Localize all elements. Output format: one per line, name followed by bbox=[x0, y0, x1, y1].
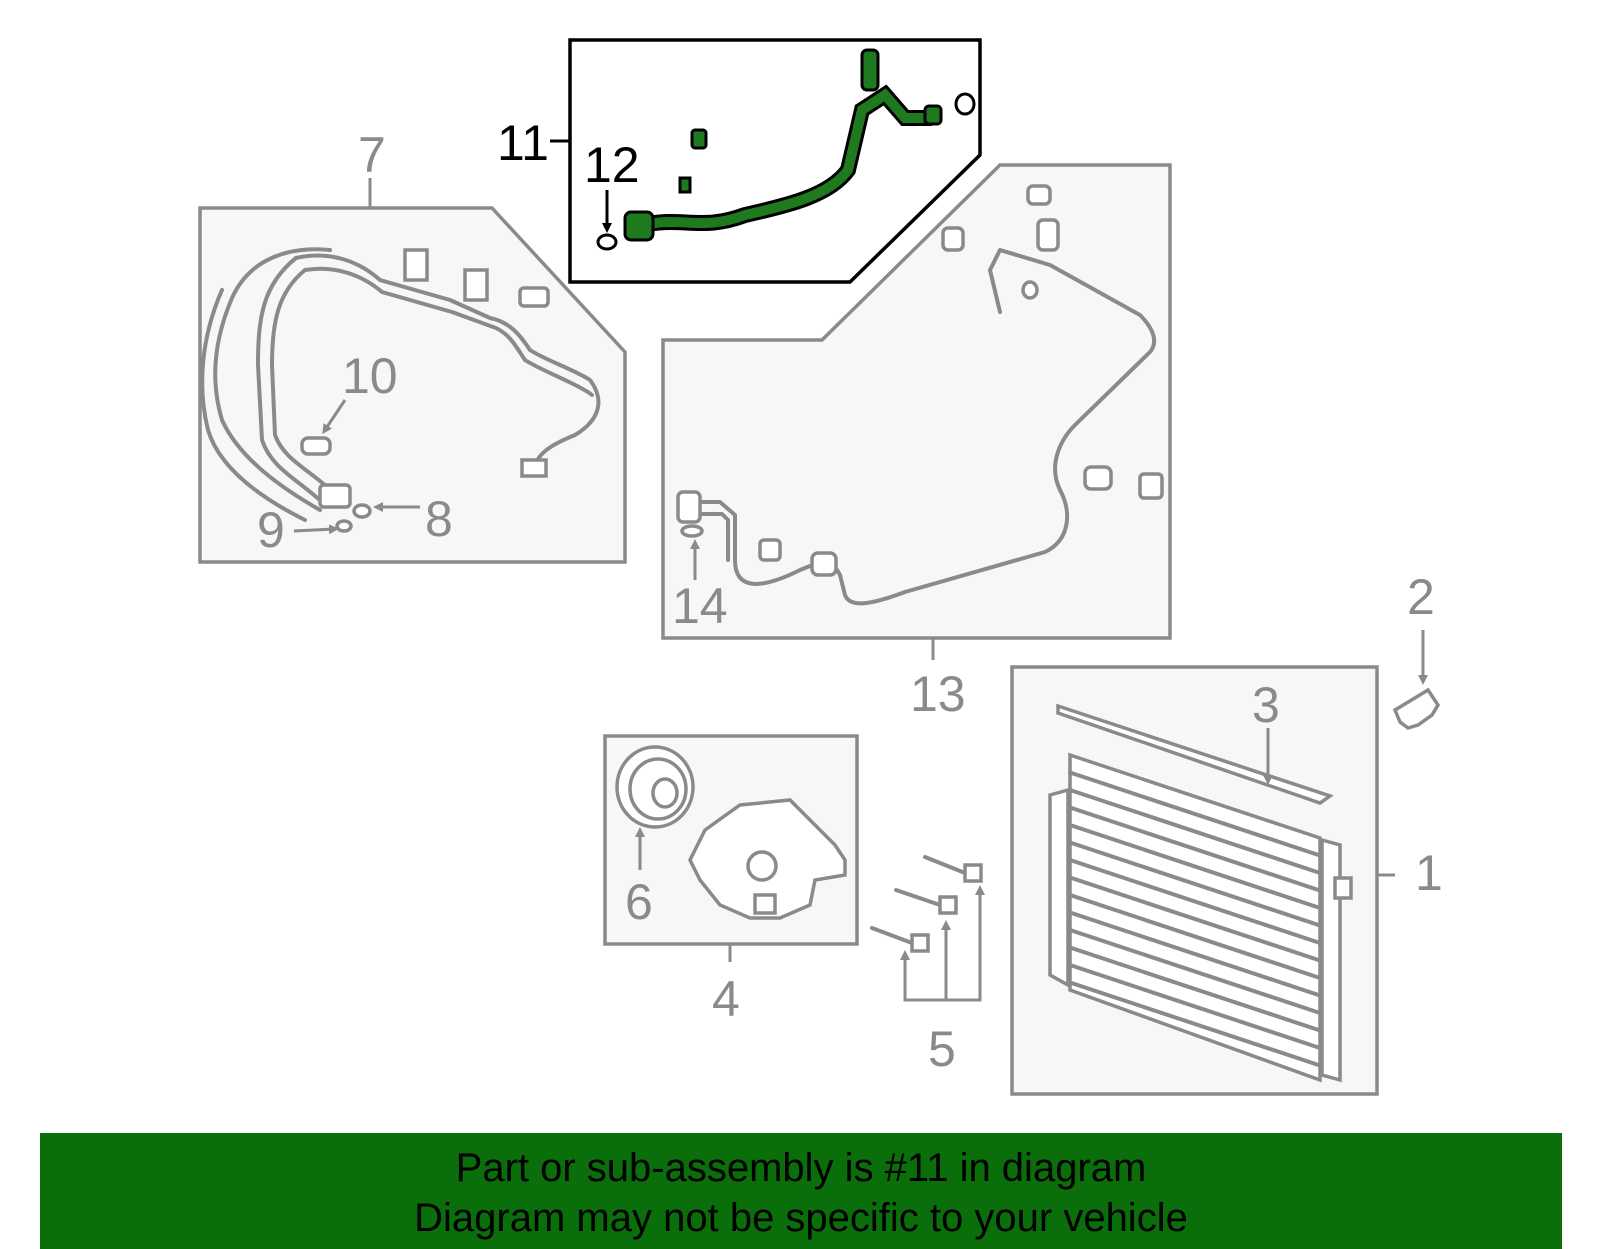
condenser-fin bbox=[1068, 928, 1322, 1015]
condenser-1 bbox=[1048, 752, 1353, 1083]
callout-13: 13 bbox=[910, 666, 966, 722]
o-ring-12 bbox=[596, 233, 618, 251]
callout-4: 4 bbox=[712, 971, 740, 1027]
o-ring-9 bbox=[335, 519, 353, 533]
info-banner: Part or sub-assembly is #11 in diagram D… bbox=[40, 1133, 1562, 1249]
assembly-box-13[interactable] bbox=[661, 163, 1172, 660]
callout-8: 8 bbox=[425, 491, 453, 547]
condenser-fin bbox=[1068, 788, 1322, 875]
condenser-fin bbox=[1068, 945, 1322, 1033]
condenser-fin bbox=[1068, 910, 1322, 998]
callout-6: 6 bbox=[625, 874, 653, 930]
callout-14: 14 bbox=[672, 578, 728, 634]
hose-assembly-7 bbox=[200, 247, 601, 522]
hose-11-highlighted bbox=[623, 48, 943, 242]
banner-line-1: Part or sub-assembly is #11 in diagram bbox=[455, 1146, 1147, 1190]
condenser-fin bbox=[1068, 980, 1322, 1068]
callout-12: 12 bbox=[584, 137, 640, 193]
condenser-fin bbox=[1068, 963, 1322, 1050]
condenser-fin bbox=[1068, 840, 1322, 928]
o-ring-8 bbox=[352, 503, 372, 519]
callout-3: 3 bbox=[1252, 677, 1280, 733]
callout-2: 2 bbox=[1407, 569, 1435, 625]
condenser-fin bbox=[1068, 858, 1322, 945]
condenser-fin bbox=[1068, 805, 1322, 893]
bracket-2 bbox=[1392, 630, 1441, 730]
condenser-fin bbox=[1068, 770, 1322, 858]
callout-5: 5 bbox=[928, 1021, 956, 1077]
seal-3 bbox=[1056, 703, 1334, 805]
assembly-box-1[interactable] bbox=[1010, 665, 1395, 1096]
o-ring-11 bbox=[954, 92, 976, 116]
pulley-6 bbox=[615, 745, 695, 829]
assembly-box-11[interactable] bbox=[550, 38, 982, 284]
valve-core-10 bbox=[300, 436, 332, 456]
condenser-fin bbox=[1068, 875, 1322, 963]
callout-1: 1 bbox=[1415, 845, 1443, 901]
condenser-fin bbox=[1068, 893, 1322, 980]
o-ring-14 bbox=[680, 524, 704, 538]
banner-line-2: Diagram may not be specific to your vehi… bbox=[414, 1196, 1188, 1240]
bolts-5 bbox=[870, 855, 985, 1002]
liquid-line-13 bbox=[676, 184, 1164, 606]
callout-10: 10 bbox=[342, 348, 398, 404]
condenser-fin bbox=[1068, 823, 1322, 910]
assembly-box-7[interactable] bbox=[198, 178, 627, 564]
callout-11: 11 bbox=[497, 115, 549, 171]
callout-7: 7 bbox=[358, 127, 386, 183]
callout-9: 9 bbox=[257, 502, 285, 558]
assembly-box-4[interactable] bbox=[603, 734, 859, 962]
compressor-body bbox=[688, 798, 847, 920]
